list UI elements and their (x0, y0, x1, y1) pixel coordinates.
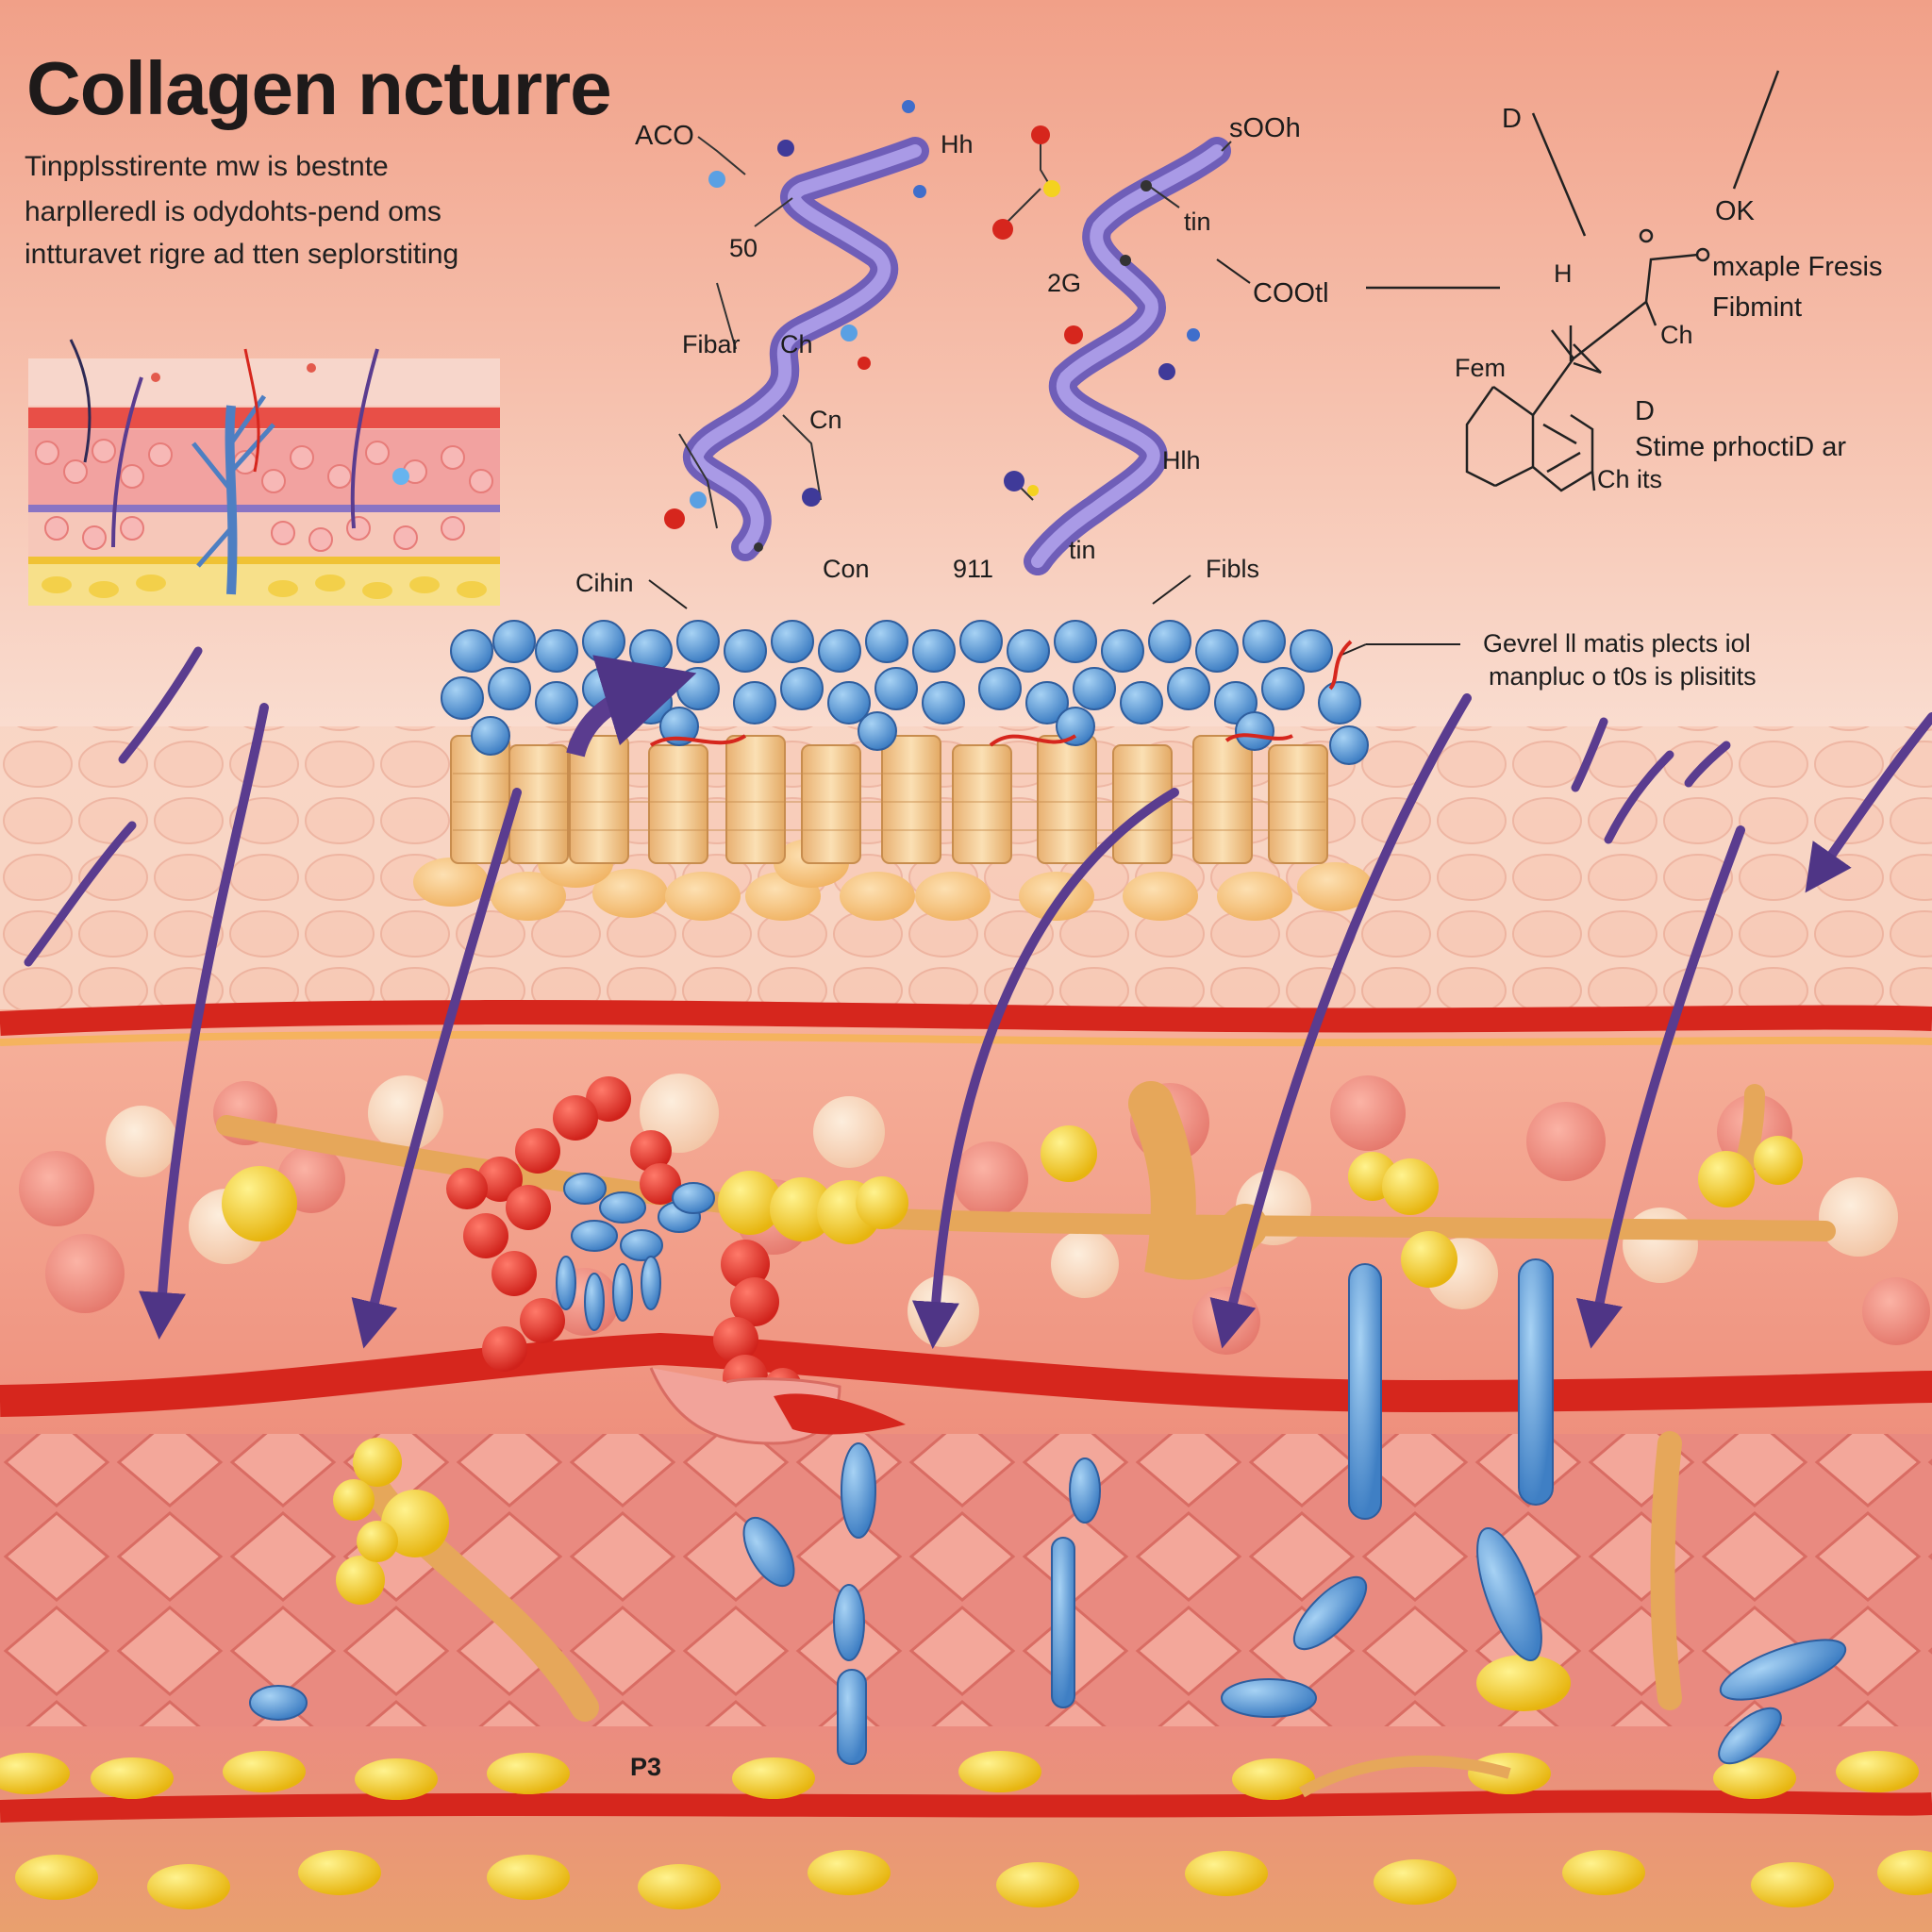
label-tin-bottom: tin (1069, 536, 1096, 565)
label-sooh: sOOh (1229, 113, 1301, 144)
page-title: Collagen ncturre (26, 45, 611, 132)
label-911: 911 (953, 555, 993, 584)
label-fibar: Fibar (682, 330, 741, 359)
label-hh-top: Hh (941, 130, 974, 159)
intro-line-3: intturavet rigre ad tten seplorstiting (25, 239, 458, 271)
label-ch-mid: Ch (780, 330, 813, 359)
label-tin-top: tin (1184, 208, 1211, 237)
label-ok: OK (1715, 196, 1755, 227)
label-fibls: Fibls (1206, 555, 1259, 584)
label-ch-its: Ch its (1597, 465, 1662, 494)
label-cihin: Cihin (575, 569, 634, 598)
label-cooh: COOtl (1253, 278, 1329, 309)
label-h-ring: H (1554, 259, 1573, 289)
label-hih: Hlh (1162, 446, 1201, 475)
label-fem: Fem (1455, 354, 1506, 383)
label-con: Con (823, 555, 870, 584)
inset-skin-cross-section (28, 340, 500, 606)
label-d-mid: D (1635, 396, 1655, 427)
label-ch-ring: Ch (1660, 321, 1693, 350)
label-50: 50 (729, 234, 758, 263)
label-aco: ACO (635, 121, 694, 152)
label-d-top: D (1502, 104, 1522, 135)
label-p3: P3 (630, 1753, 661, 1782)
label-gevrel-1: Gevrel ll matis plects iol (1483, 629, 1751, 658)
label-cn: Cn (809, 406, 842, 435)
intro-line-1: Tinpplsstirente mw is bestnte (25, 151, 389, 183)
label-gevrel-2: manpluc o t0s is plisitits (1489, 662, 1757, 691)
intro-line-2: harplleredl is odydohts-pend oms (25, 196, 441, 228)
label-mxaple: mxaple Fresis (1712, 252, 1883, 283)
label-fibmint: Fibmint (1712, 292, 1802, 324)
label-2g: 2G (1047, 269, 1081, 298)
label-stime: Stime prhoctiD ar (1635, 432, 1846, 463)
